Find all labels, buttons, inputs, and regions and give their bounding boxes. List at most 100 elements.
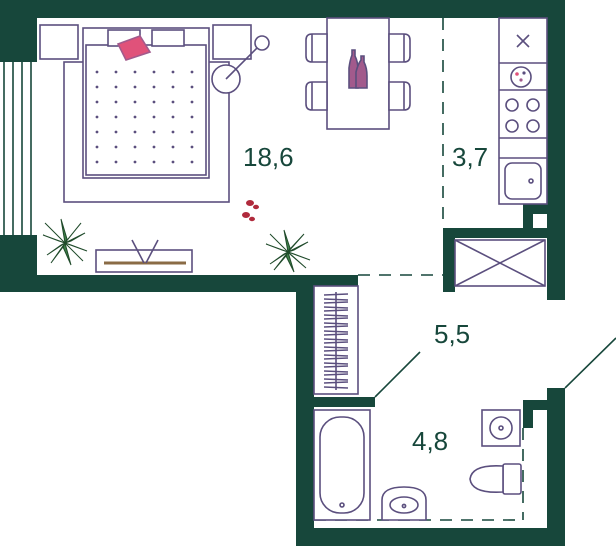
- wall-right-lower: [547, 388, 565, 546]
- hanger: [323, 298, 349, 301]
- bed-pattern-dot: [133, 100, 137, 104]
- bathroom-door-swing: [374, 351, 421, 398]
- window: [3, 62, 32, 235]
- floor-lamp-icon: [211, 35, 270, 94]
- bathtub-icon: [313, 409, 371, 521]
- hanger: [323, 309, 349, 312]
- bed-pattern-dot: [95, 100, 99, 104]
- bed-pattern-dot: [114, 70, 118, 74]
- wall-kitchen-niche-h: [523, 204, 547, 214]
- cooktop-icon: [505, 98, 540, 133]
- chair-icon: [388, 81, 411, 111]
- hanger: [323, 378, 349, 381]
- zone-separators: [314, 18, 524, 521]
- hanger: [323, 322, 349, 325]
- bed-pattern-dot: [152, 115, 156, 119]
- nightstand-icon: [39, 24, 79, 60]
- chair-icon: [305, 81, 328, 111]
- wall-bath-niche-h: [523, 400, 547, 410]
- bed-pattern-dot: [152, 145, 156, 149]
- bed-pattern-dot: [114, 145, 118, 149]
- wall-bottom-living: [0, 275, 358, 292]
- hanger: [323, 357, 349, 360]
- wall-bath-niche-v: [523, 400, 533, 428]
- bed-pattern-dot: [95, 145, 99, 149]
- wall-top: [0, 0, 565, 18]
- bed-pattern-dot: [152, 85, 156, 89]
- bed-pattern-dot: [190, 70, 194, 74]
- vase-icon: [348, 49, 368, 89]
- bed-pattern-dot: [171, 85, 175, 89]
- bed-pattern-dot: [152, 160, 156, 164]
- bed-pattern-dot: [133, 85, 137, 89]
- bed-pattern-dot: [171, 130, 175, 134]
- double-bed-icon: [82, 27, 210, 179]
- wall-left-upper: [0, 0, 37, 62]
- bed-pattern-dot: [171, 115, 175, 119]
- wall-hall-left: [296, 275, 314, 546]
- hanger: [323, 354, 349, 357]
- plate-icon: [510, 66, 532, 88]
- hanger: [323, 381, 349, 384]
- sink-icon: [504, 162, 542, 200]
- kitchen-furniture: [498, 17, 548, 205]
- bed-pattern-dot: [95, 70, 99, 74]
- potted-plant-icon: [42, 218, 88, 266]
- hanger: [323, 349, 349, 352]
- toilet-icon: [469, 409, 522, 495]
- hanger: [323, 365, 349, 368]
- area-label-hallway: 5,5: [434, 319, 470, 349]
- bed-pattern-dot: [171, 70, 175, 74]
- bed-pattern-dot: [171, 160, 175, 164]
- area-labels: 18,6 3,7 5,5 4,8: [243, 142, 488, 456]
- hanger: [323, 293, 349, 296]
- bed-pattern-dot: [114, 130, 118, 134]
- wardrobe-icon: [313, 285, 359, 395]
- bed-pattern-dot: [171, 100, 175, 104]
- entrance-door-swing: [564, 337, 616, 389]
- wall-kitchen-niche-v: [523, 204, 533, 232]
- hanger: [323, 301, 349, 304]
- footprints-icon: [242, 200, 259, 222]
- hanger: [323, 341, 349, 344]
- nightstand-icon: [212, 24, 252, 60]
- wall-shower-left: [443, 228, 455, 292]
- living-room-furniture: [39, 17, 411, 273]
- chair-icon: [388, 33, 411, 63]
- hanger: [323, 373, 349, 376]
- hanger: [323, 386, 349, 389]
- bed-pattern-dot: [133, 160, 137, 164]
- wall-shower-top: [443, 228, 547, 238]
- bed-pattern-dot: [133, 70, 137, 74]
- bed-pattern-dot: [95, 85, 99, 89]
- bed-pattern-dot: [190, 100, 194, 104]
- bed-pattern-dot: [133, 115, 137, 119]
- bed-pattern-dot: [133, 145, 137, 149]
- bed-pattern-dot: [95, 130, 99, 134]
- bed-pattern-dot: [114, 100, 118, 104]
- chair-icon: [305, 33, 328, 63]
- bed-pattern-dot: [114, 115, 118, 119]
- bed-pattern-dot: [190, 130, 194, 134]
- bed-pattern-dot: [190, 145, 194, 149]
- wall-right-top: [547, 0, 565, 300]
- area-label-bathroom: 4,8: [412, 426, 448, 456]
- bed-pattern-dot: [114, 160, 118, 164]
- wall-bath-partition: [296, 397, 375, 407]
- washbasin-icon: [381, 486, 427, 521]
- hanger: [323, 362, 349, 365]
- bed-pattern-dot: [95, 115, 99, 119]
- bed-pattern-dot: [190, 85, 194, 89]
- hanger: [323, 325, 349, 328]
- bed-pattern-dot: [95, 160, 99, 164]
- bed-pattern-dot: [152, 100, 156, 104]
- bed-pattern-dot: [190, 160, 194, 164]
- hanger: [323, 370, 349, 373]
- area-label-living-room: 18,6: [243, 142, 294, 172]
- area-label-kitchen: 3,7: [452, 142, 488, 172]
- bed-pattern-dot: [152, 130, 156, 134]
- hanger: [323, 306, 349, 309]
- wall-bottom: [296, 528, 565, 546]
- hanger: [323, 333, 349, 336]
- hanger: [323, 330, 349, 333]
